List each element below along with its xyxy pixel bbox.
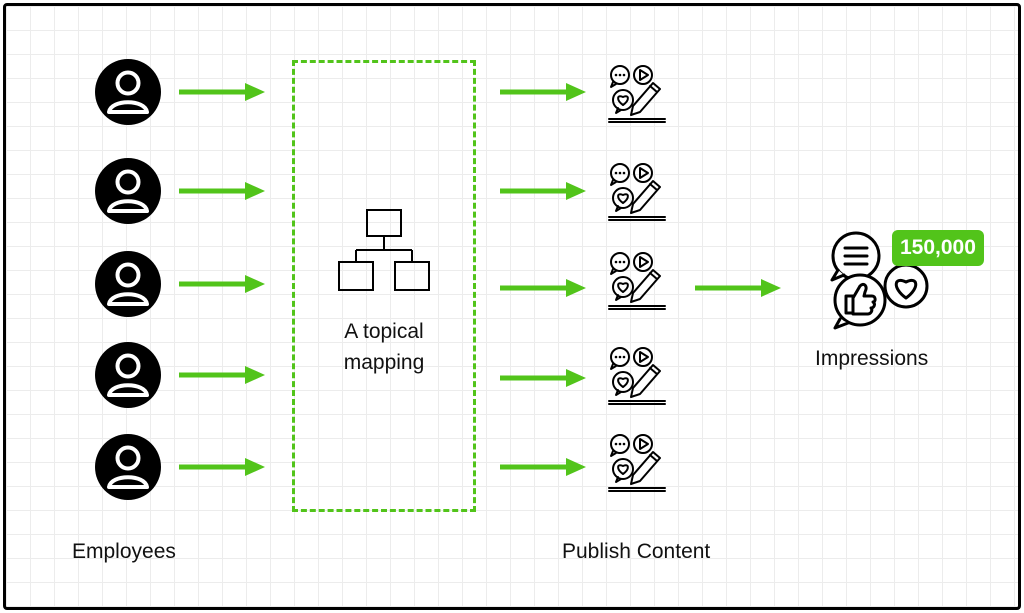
arrow-right-icon <box>500 278 586 298</box>
hierarchy-icon <box>338 209 430 291</box>
arrow-right-icon <box>500 457 586 477</box>
social-content-icon <box>607 250 671 310</box>
arrow-right-icon <box>500 181 586 201</box>
employee-avatar-icon <box>95 158 161 224</box>
arrow-right-icon <box>179 181 265 201</box>
social-content-icon <box>607 161 671 221</box>
social-content-icon <box>607 63 671 123</box>
arrow-right-icon <box>179 274 265 294</box>
topical-mapping-box <box>292 60 476 512</box>
diagram-canvas: A topical mapping 150,000 Employees Publ… <box>3 3 1021 610</box>
mapping-label-line2: mapping <box>343 351 425 374</box>
publish-content-label: Publish Content <box>562 540 711 563</box>
arrow-right-icon <box>179 457 265 477</box>
impressions-count-badge: 150,000 <box>892 230 984 266</box>
arrow-right-icon <box>500 368 586 388</box>
impressions-label: Impressions <box>815 347 929 370</box>
mapping-label-line1: A topical <box>344 320 424 343</box>
employee-avatar-icon <box>95 251 161 317</box>
arrow-right-icon <box>500 82 586 102</box>
employee-avatar-icon <box>95 59 161 125</box>
engagement-icon <box>830 231 929 330</box>
arrow-right-icon <box>695 278 781 298</box>
employees-label: Employees <box>72 540 176 563</box>
arrow-right-icon <box>179 82 265 102</box>
mapping-label: A topical mapping <box>292 316 476 378</box>
social-content-icon <box>607 432 671 492</box>
arrow-right-icon <box>179 365 265 385</box>
social-content-icon <box>607 345 671 405</box>
employee-avatar-icon <box>95 342 161 408</box>
employee-avatar-icon <box>95 434 161 500</box>
